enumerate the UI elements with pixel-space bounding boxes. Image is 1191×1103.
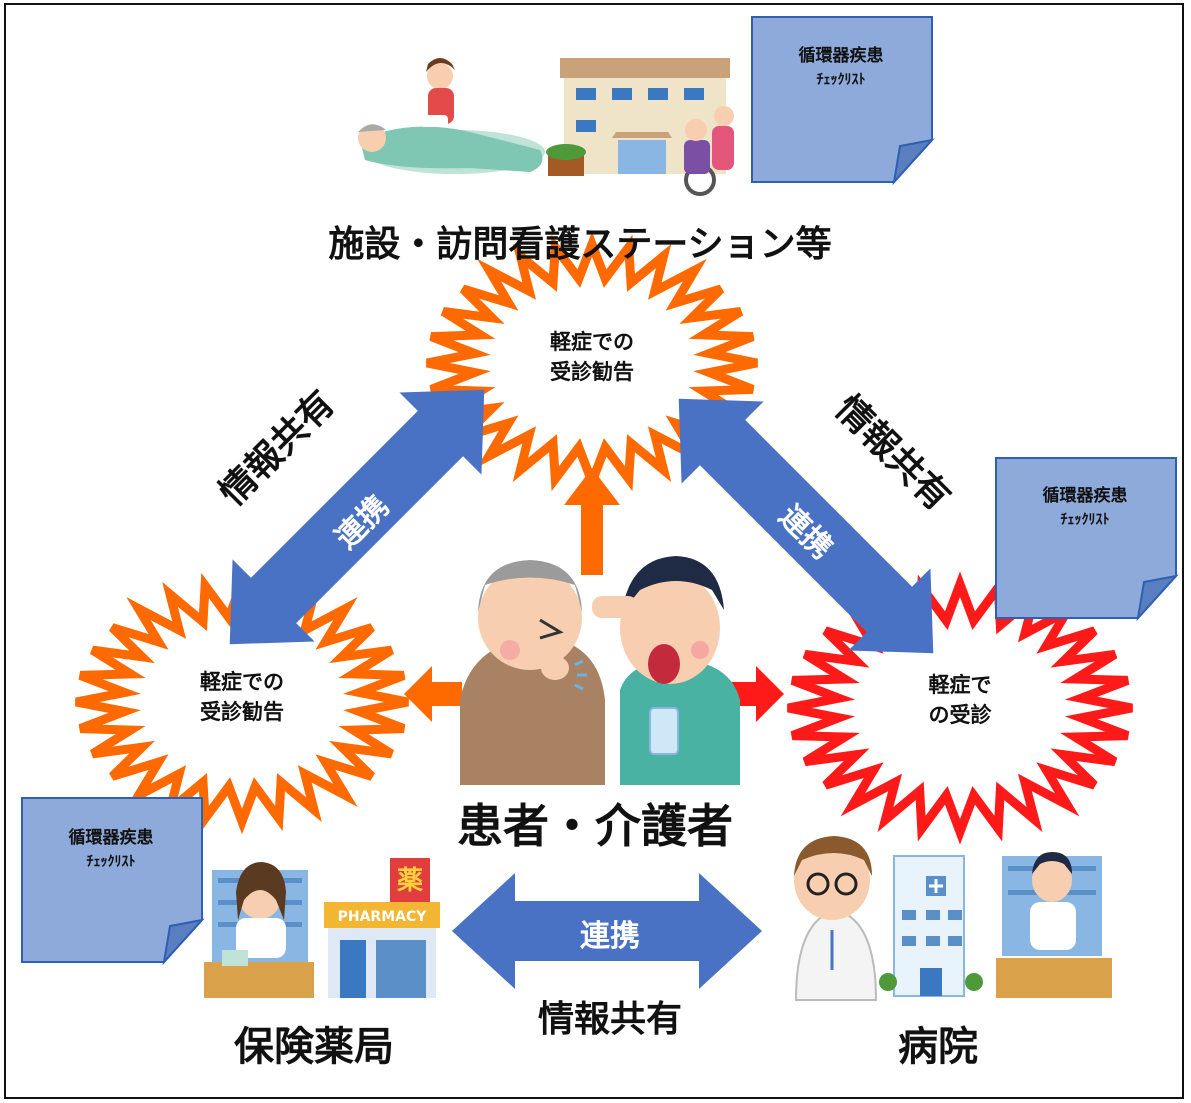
burst-top-line1: 軽症での bbox=[550, 330, 634, 354]
hospital-label: 病院 bbox=[898, 1024, 978, 1070]
pharmacy-sign-text: PHARMACY bbox=[338, 909, 428, 925]
care-facility-building-illustration bbox=[546, 58, 734, 196]
checklist-right-text: 循環器疾患 ﾁｪｯｸﾘｽﾄ bbox=[1004, 484, 1166, 531]
burst-right-line1: 軽症で bbox=[928, 673, 992, 697]
elderly-coughing-illustration bbox=[460, 560, 605, 785]
hospital-building-illustration bbox=[879, 855, 983, 997]
doctor-illustration bbox=[794, 836, 878, 1001]
link-bottom-share-label: 情報共有 bbox=[537, 999, 682, 1040]
arrow-up-orange bbox=[564, 468, 620, 575]
link-arrow-left bbox=[229, 389, 485, 645]
pharmacy-store-illustration: 薬 PHARMACY bbox=[324, 858, 440, 998]
man-with-fever-illustration bbox=[592, 556, 740, 785]
checklist-left-line2: ﾁｪｯｸﾘｽﾄ bbox=[86, 853, 136, 870]
arrow-left-orange bbox=[404, 666, 462, 722]
pharmacy-sign-kanji: 薬 bbox=[397, 866, 423, 896]
burst-left-line2: 受診勧告 bbox=[200, 700, 284, 725]
link-arrow-right bbox=[678, 398, 934, 654]
checklist-note-top bbox=[751, 16, 935, 186]
burst-right-line2: の受診 bbox=[928, 703, 992, 728]
burst-top-line2: 受診勧告 bbox=[550, 360, 634, 385]
link-arrow-bottom bbox=[452, 873, 762, 989]
diagram-frame bbox=[4, 3, 1184, 1099]
checklist-note-left bbox=[21, 797, 205, 966]
facility-label: 施設・訪問看護ステーション等 bbox=[328, 224, 832, 265]
checklist-right-line1: 循環器疾患 bbox=[1042, 486, 1128, 506]
burst-left-text: 軽症での 受診勧告 bbox=[152, 667, 332, 728]
checklist-left-text: 循環器疾患 ﾁｪｯｸﾘｽﾄ bbox=[30, 826, 192, 873]
burst-top-text: 軽症での 受診勧告 bbox=[502, 327, 682, 388]
pharmacist-illustration bbox=[204, 862, 314, 998]
checklist-left-line1: 循環器疾患 bbox=[68, 828, 154, 848]
nurse-caregiving-illustration bbox=[358, 58, 545, 174]
checklist-right-line2: ﾁｪｯｸﾘｽﾄ bbox=[1060, 511, 1110, 528]
patient-label: 患者・介護者 bbox=[457, 799, 733, 853]
hospital-pharmacist-illustration bbox=[996, 852, 1112, 998]
arrow-right-red bbox=[724, 666, 784, 722]
pharmacy-label: 保険薬局 bbox=[234, 1024, 394, 1070]
burst-left bbox=[75, 569, 409, 835]
checklist-note-right bbox=[995, 457, 1179, 622]
checklist-top-text: 循環器疾患 ﾁｪｯｸﾘｽﾄ bbox=[760, 44, 922, 91]
burst-right-text: 軽症で の受診 bbox=[870, 670, 1050, 731]
burst-left-line1: 軽症での bbox=[200, 670, 284, 694]
link-bottom-arrow-label: 連携 bbox=[580, 919, 640, 954]
checklist-top-line2: ﾁｪｯｸﾘｽﾄ bbox=[816, 71, 866, 88]
checklist-top-line1: 循環器疾患 bbox=[798, 46, 884, 66]
